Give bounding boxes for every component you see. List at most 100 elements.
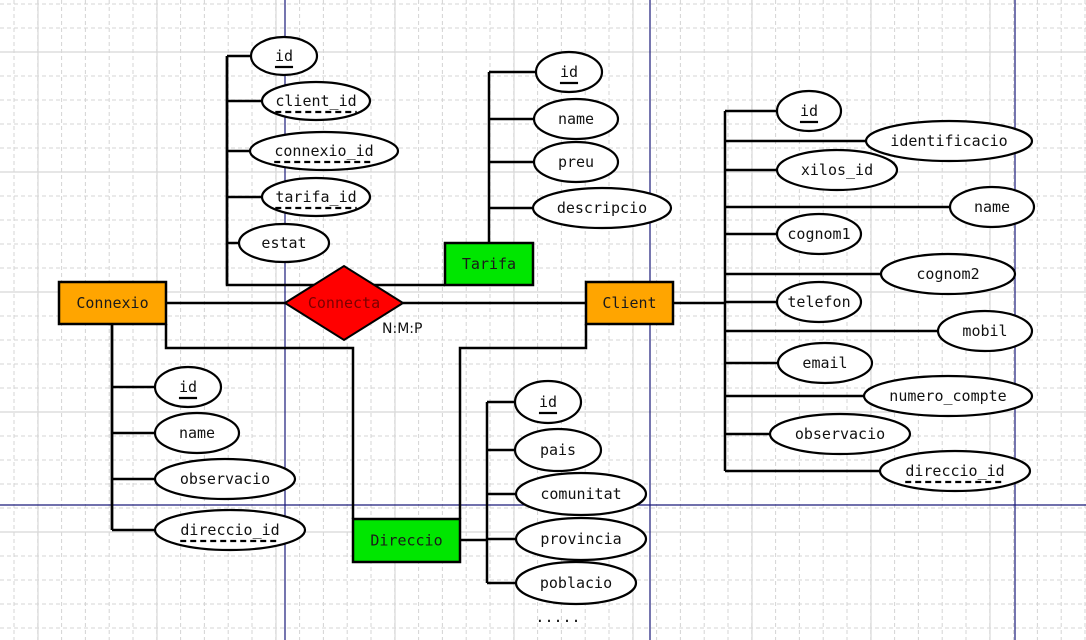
attribute-ellipse[interactable] <box>879 252 1017 296</box>
attribute-id[interactable]: id <box>513 379 583 425</box>
attribute-ellipse[interactable] <box>248 130 400 172</box>
connector-lines <box>110 54 950 585</box>
attribute-ellipse[interactable] <box>775 280 863 324</box>
attribute-ellipse[interactable] <box>153 457 297 501</box>
attribute-connexio-id[interactable]: connexio_id <box>248 130 400 172</box>
attribute-ellipse[interactable] <box>153 411 241 455</box>
attribute-ellipse[interactable] <box>237 222 331 264</box>
attribute-id[interactable]: id <box>153 365 223 409</box>
attribute-observacio[interactable]: observacio <box>768 412 912 456</box>
attribute-observacio[interactable]: observacio <box>153 457 297 501</box>
attribute-label: descripcio <box>557 199 647 217</box>
attribute-ellipse[interactable] <box>153 365 223 409</box>
attribute-tarifa-id[interactable]: tarifa_id <box>260 176 372 218</box>
entity-client[interactable]: Client <box>584 280 675 326</box>
attribute-ellipse[interactable] <box>513 379 583 425</box>
attribute-pais[interactable]: pais <box>513 427 603 473</box>
attribute-xilos-id[interactable]: xilos_id <box>775 148 899 192</box>
attribute-direccio-id[interactable]: direccio_id <box>878 449 1032 493</box>
entity-direccio[interactable]: Direccio <box>351 517 462 564</box>
entity-tarifa[interactable]: Tarifa <box>443 241 535 287</box>
attribute-poblacio[interactable]: poblacio <box>514 560 638 606</box>
attribute-direccio-id[interactable]: direccio_id <box>153 508 307 552</box>
entity-connexio[interactable]: Connexio <box>57 280 168 326</box>
attribute-ellipse[interactable] <box>534 50 604 94</box>
attribute-label: mobil <box>962 322 1007 340</box>
entity-box[interactable] <box>584 280 675 326</box>
attribute-label: observacio <box>180 470 270 488</box>
attribute-ellipse[interactable] <box>531 186 673 230</box>
attribute-preu[interactable]: preu <box>532 140 620 184</box>
connexio-attributes: id name observacio direccio_id <box>153 365 307 552</box>
attribute-ellipse[interactable] <box>768 412 912 456</box>
attribute-id[interactable]: id <box>249 35 319 77</box>
attribute-cognom2[interactable]: cognom2 <box>879 252 1017 296</box>
attribute-label: id <box>560 63 578 81</box>
attribute-label: xilos_id <box>801 161 873 179</box>
connector-connexio-direccio <box>164 324 355 519</box>
attribute-numero-compte[interactable]: numero_compte <box>862 374 1034 418</box>
tarifa-attributes: id name preu descripcio <box>531 50 673 230</box>
attribute-ellipse[interactable] <box>776 341 874 385</box>
attribute-label: id <box>179 378 197 396</box>
attribute-ellipse[interactable] <box>532 140 620 184</box>
attribute-name[interactable]: name <box>948 185 1036 229</box>
relationship-connecta[interactable]: Connecta <box>283 264 405 342</box>
entity-box[interactable] <box>57 280 168 326</box>
entity-box[interactable] <box>443 241 535 287</box>
attribute-comunitat[interactable]: comunitat <box>514 471 648 517</box>
attribute-label: observacio <box>795 425 885 443</box>
attribute-name[interactable]: name <box>153 411 241 455</box>
attribute-ellipse[interactable] <box>864 119 1034 163</box>
cardinality-label: N:M:P <box>382 321 422 337</box>
attribute-ellipse[interactable] <box>775 89 843 133</box>
attribute-label: name <box>179 424 215 442</box>
attribute-id[interactable]: id <box>775 89 843 133</box>
attribute-identificacio[interactable]: identificacio <box>864 119 1034 163</box>
attribute-label: estat <box>261 234 306 252</box>
attribute-email[interactable]: email <box>776 341 874 385</box>
attribute-ellipse[interactable] <box>514 560 638 606</box>
attribute-label: name <box>558 110 594 128</box>
attribute-name[interactable]: name <box>532 97 620 141</box>
attribute-ellipse[interactable] <box>249 35 319 77</box>
attribute-ellipse[interactable] <box>514 516 648 562</box>
attribute-ellipse[interactable] <box>862 374 1034 418</box>
more-attributes-indicator: ..... <box>535 608 580 626</box>
entity-box[interactable] <box>351 517 462 564</box>
attribute-ellipse[interactable] <box>948 185 1036 229</box>
attribute-label: pais <box>540 441 576 459</box>
attribute-label: telefon <box>787 293 850 311</box>
attribute-label: direccio_id <box>905 462 1004 480</box>
attribute-client-id[interactable]: client_id <box>260 80 372 122</box>
attribute-cognom1[interactable]: cognom1 <box>775 212 863 256</box>
attribute-estat[interactable]: estat <box>237 222 331 264</box>
connector-client-direccio <box>458 324 588 519</box>
attribute-label: cognom1 <box>787 225 850 243</box>
attribute-telefon[interactable]: telefon <box>775 280 863 324</box>
attribute-label: cognom2 <box>916 265 979 283</box>
attribute-ellipse[interactable] <box>513 427 603 473</box>
attribute-label: email <box>802 354 847 372</box>
attribute-ellipse[interactable] <box>260 80 372 122</box>
attribute-label: numero_compte <box>889 387 1006 405</box>
attribute-label: client_id <box>275 92 356 110</box>
attribute-label: connexio_id <box>274 142 373 160</box>
attribute-label: id <box>539 393 557 411</box>
attribute-id[interactable]: id <box>534 50 604 94</box>
attribute-ellipse[interactable] <box>775 148 899 192</box>
attribute-ellipse[interactable] <box>775 212 863 256</box>
attribute-ellipse[interactable] <box>514 471 648 517</box>
attribute-descripcio[interactable]: descripcio <box>531 186 673 230</box>
attribute-provincia[interactable]: provincia <box>514 516 648 562</box>
attribute-ellipse[interactable] <box>260 176 372 218</box>
attribute-mobil[interactable]: mobil <box>936 309 1034 353</box>
entity-label: Direccio <box>370 532 442 550</box>
attribute-ellipse[interactable] <box>532 97 620 141</box>
relationship-diamond[interactable] <box>283 264 405 342</box>
attribute-ellipse[interactable] <box>936 309 1034 353</box>
